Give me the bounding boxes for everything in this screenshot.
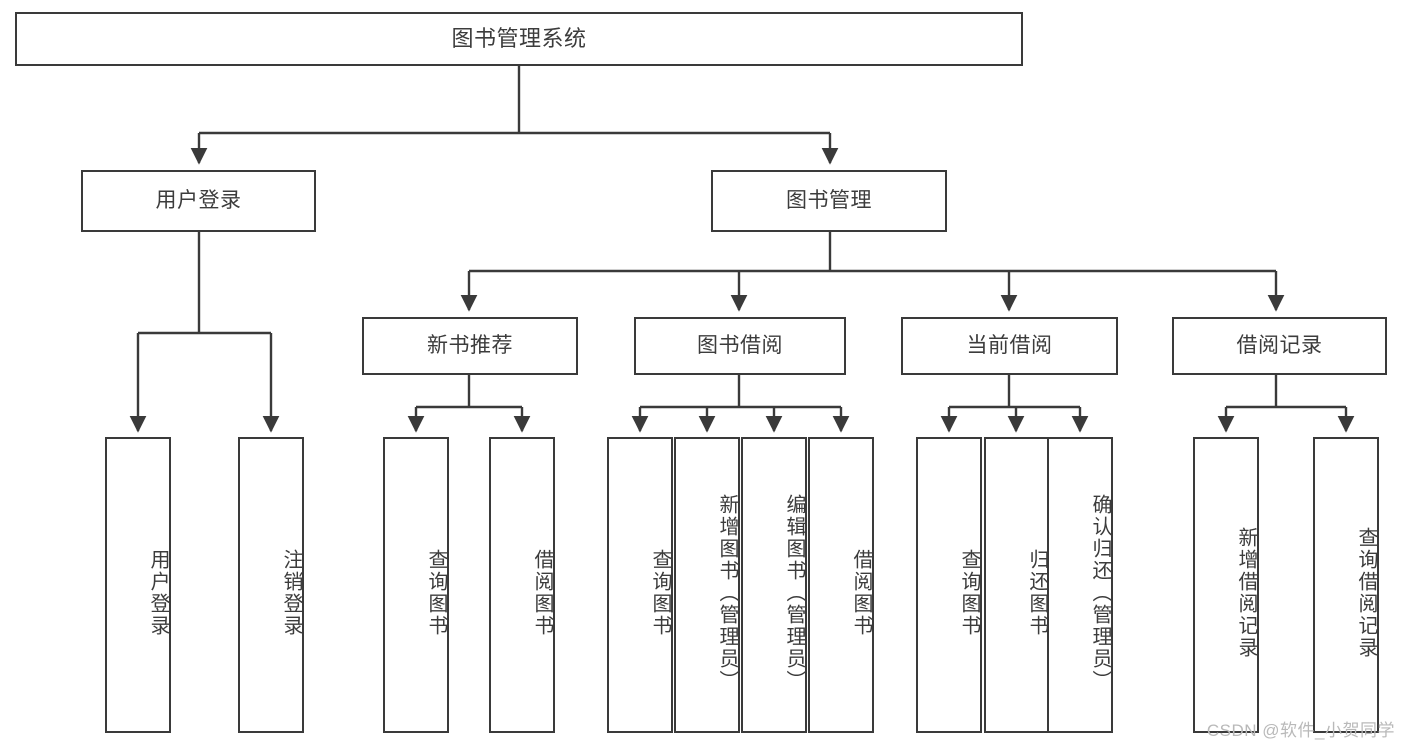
node-leaf-confirm-return-label: 确认归还（管理员） bbox=[1089, 494, 1111, 692]
node-leaf-add-book[interactable]: 新增图书（管理员） bbox=[674, 437, 740, 733]
node-leaf-edit-book[interactable]: 编辑图书（管理员） bbox=[741, 437, 807, 733]
node-current-borrow-label: 当前借阅 bbox=[966, 334, 1053, 358]
node-leaf-borrow-book-1[interactable]: 借阅图书 bbox=[489, 437, 555, 733]
node-current-borrow[interactable]: 当前借阅 bbox=[901, 317, 1118, 375]
node-leaf-borrow-book-2-label: 借阅图书 bbox=[850, 549, 872, 637]
node-user-login-label: 用户登录 bbox=[155, 189, 242, 213]
node-leaf-user-login-label: 用户登录 bbox=[147, 549, 169, 637]
node-leaf-query-book-2[interactable]: 查询图书 bbox=[607, 437, 673, 733]
node-leaf-query-record-label: 查询借阅记录 bbox=[1355, 527, 1377, 659]
node-root-label: 图书管理系统 bbox=[451, 25, 587, 51]
node-borrow-record[interactable]: 借阅记录 bbox=[1172, 317, 1387, 375]
node-user-login[interactable]: 用户登录 bbox=[81, 170, 316, 232]
node-book-management-label: 图书管理 bbox=[786, 189, 872, 213]
node-book-management[interactable]: 图书管理 bbox=[711, 170, 947, 232]
node-leaf-borrow-book-2[interactable]: 借阅图书 bbox=[808, 437, 874, 733]
node-new-book-recommend[interactable]: 新书推荐 bbox=[362, 317, 578, 375]
node-leaf-query-book-3-label: 查询图书 bbox=[958, 549, 980, 637]
node-root-system[interactable]: 图书管理系统 bbox=[15, 12, 1023, 66]
node-leaf-return-book[interactable]: 归还图书 bbox=[984, 437, 1050, 733]
node-leaf-logout-login-label: 注销登录 bbox=[280, 549, 302, 637]
node-leaf-edit-book-label: 编辑图书（管理员） bbox=[783, 494, 805, 692]
node-book-borrow-label: 图书借阅 bbox=[697, 334, 783, 358]
node-leaf-add-book-label: 新增图书（管理员） bbox=[716, 494, 738, 692]
node-leaf-query-book-3[interactable]: 查询图书 bbox=[916, 437, 982, 733]
node-book-borrow[interactable]: 图书借阅 bbox=[634, 317, 846, 375]
node-leaf-query-book-2-label: 查询图书 bbox=[649, 549, 671, 637]
node-leaf-confirm-return[interactable]: 确认归还（管理员） bbox=[1047, 437, 1113, 733]
node-leaf-borrow-book-1-label: 借阅图书 bbox=[531, 549, 553, 637]
node-leaf-return-book-label: 归还图书 bbox=[1026, 549, 1048, 637]
node-new-book-recommend-label: 新书推荐 bbox=[427, 334, 513, 358]
node-leaf-query-book-1-label: 查询图书 bbox=[425, 549, 447, 637]
node-leaf-add-record-label: 新增借阅记录 bbox=[1235, 527, 1257, 659]
node-leaf-user-login[interactable]: 用户登录 bbox=[105, 437, 171, 733]
node-leaf-query-record[interactable]: 查询借阅记录 bbox=[1313, 437, 1379, 733]
node-leaf-query-book-1[interactable]: 查询图书 bbox=[383, 437, 449, 733]
node-leaf-logout-login[interactable]: 注销登录 bbox=[238, 437, 304, 733]
csdn-watermark: CSDN @软件_小贺同学 bbox=[1206, 721, 1395, 740]
node-leaf-add-record[interactable]: 新增借阅记录 bbox=[1193, 437, 1259, 733]
node-borrow-record-label: 借阅记录 bbox=[1236, 334, 1323, 358]
